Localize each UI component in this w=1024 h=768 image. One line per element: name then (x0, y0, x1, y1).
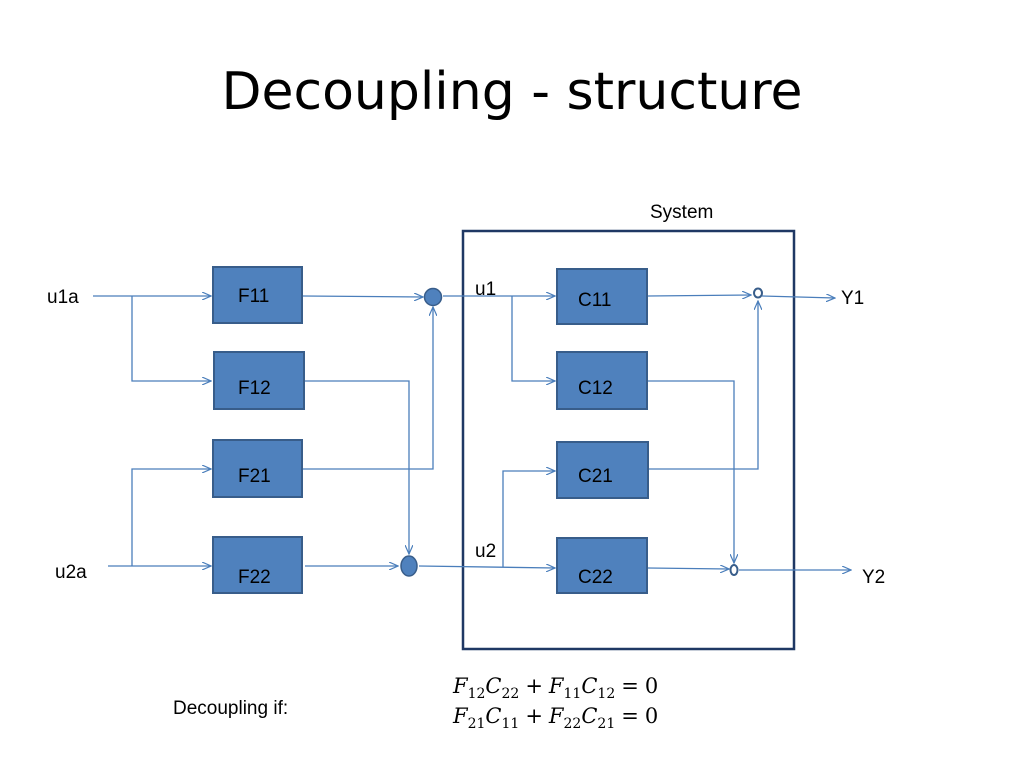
signal-u2-label: u2 (475, 541, 496, 562)
system-frame (461, 229, 796, 651)
block-f12-label: F12 (238, 378, 271, 399)
block-c11: C11 (556, 268, 648, 325)
page-title: Decoupling - structure (221, 62, 803, 122)
block-c22: C22 (556, 537, 648, 594)
decoupling-condition-label: Decoupling if: (173, 698, 288, 719)
system-label: System (650, 202, 713, 223)
block-f11-label: F11 (238, 286, 269, 307)
block-f22: F22 (212, 536, 303, 594)
signal-u1-label: u1 (475, 279, 496, 300)
connection-lines (93, 295, 851, 570)
block-c21-label: C21 (578, 466, 613, 487)
block-f12: F12 (213, 351, 305, 410)
output-y2-label: Y2 (862, 567, 885, 588)
sum-node-y2 (729, 564, 739, 576)
output-y1-label: Y1 (841, 288, 864, 309)
block-f22-label: F22 (238, 567, 271, 588)
block-c12: C12 (556, 351, 648, 410)
block-c12-label: C12 (578, 378, 613, 399)
block-c21: C21 (556, 441, 649, 499)
equation-2: F21C11+F22C21=0 (452, 704, 658, 732)
block-c11-label: C11 (578, 290, 611, 311)
block-f21-label: F21 (238, 466, 271, 487)
sum-node-u1 (423, 287, 443, 307)
equations: F12C22+F11C12=0 F21C11+F22C21=0 (452, 674, 658, 732)
input-u1a-label: u1a (47, 287, 79, 308)
block-f21: F21 (212, 439, 303, 498)
block-f11: F11 (212, 266, 303, 324)
sum-node-y1 (753, 287, 763, 299)
equation-1: F12C22+F11C12=0 (452, 674, 658, 702)
input-u2a-label: u2a (55, 562, 87, 583)
sum-node-u2 (400, 555, 418, 577)
block-c22-label: C22 (578, 567, 613, 588)
